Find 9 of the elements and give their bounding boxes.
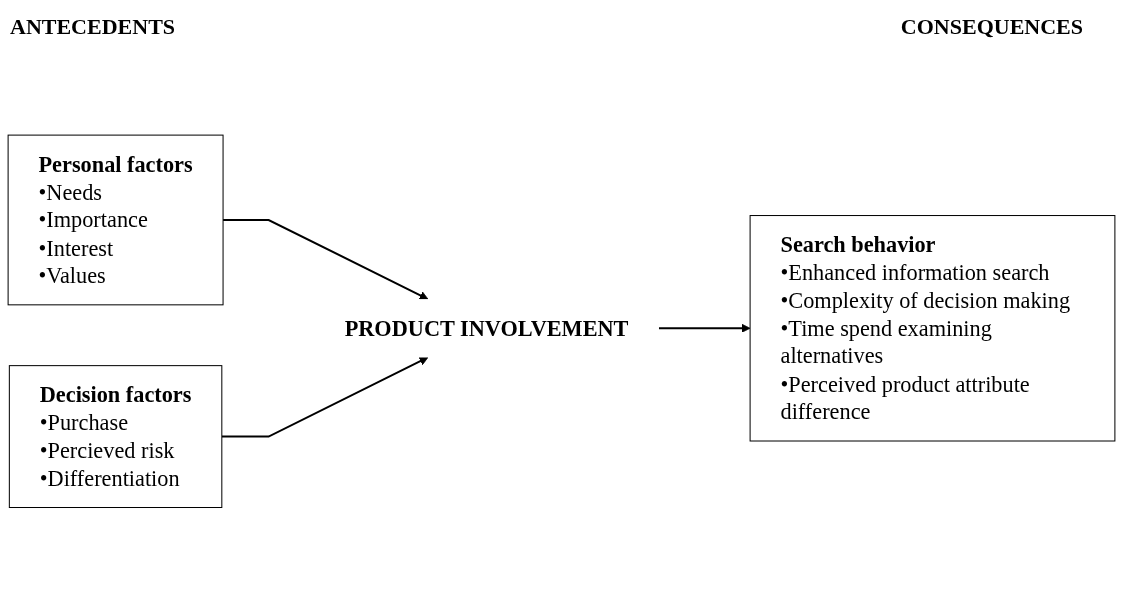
node-box: Search behavior •Enhanced information search •Complexity of decision making •Time spend examining alternatives •Perceived product attribute difference [749, 215, 1116, 442]
arrow [223, 219, 429, 300]
column-heading: CONSEQUENCES [900, 14, 1083, 40]
node-text: PRODUCT INVOLVEMENT [344, 315, 629, 341]
arrow [658, 324, 751, 333]
arrow [221, 357, 429, 438]
node-box: Decision factors •Purchase •Percieved risk •Differentiation [8, 365, 223, 509]
column-heading: ANTECEDENTS [10, 14, 176, 40]
node-box: Personal factors •Needs •Importance •Interest •Values [7, 134, 224, 306]
